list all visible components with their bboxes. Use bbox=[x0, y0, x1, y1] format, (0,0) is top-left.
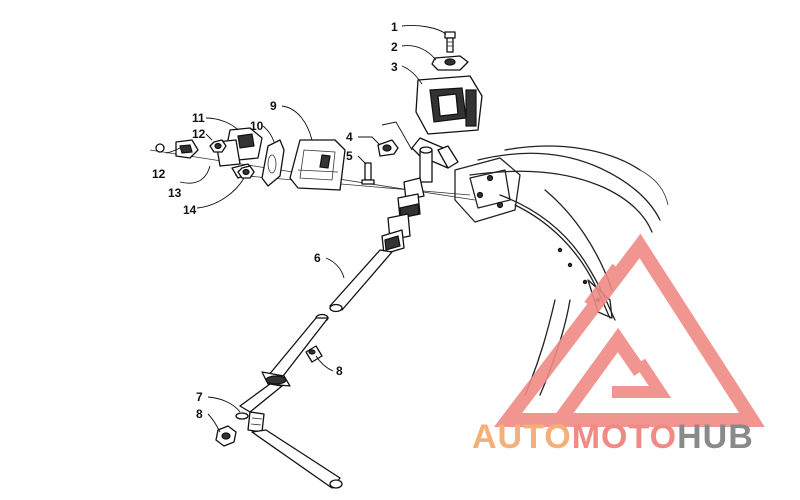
callout-8-lower: 8 bbox=[196, 407, 203, 421]
callout-9: 9 bbox=[270, 99, 277, 113]
callout-12-right: 12 bbox=[192, 127, 206, 141]
part-8-nut-lower bbox=[215, 425, 237, 447]
part-12-nut-right bbox=[209, 139, 227, 153]
part-10-plate bbox=[261, 139, 285, 187]
part-2-clamp-cap bbox=[431, 55, 469, 71]
watermark-logo bbox=[493, 233, 765, 427]
part-11-bracket bbox=[215, 127, 263, 167]
callout-6: 6 bbox=[314, 251, 321, 265]
callout-5: 5 bbox=[346, 149, 353, 163]
callout-10: 10 bbox=[250, 119, 264, 133]
part-12-bolt-left bbox=[155, 139, 199, 159]
leader-lines bbox=[165, 25, 447, 433]
callout-13: 13 bbox=[168, 186, 182, 200]
part-4-bushing bbox=[377, 139, 399, 157]
callout-labels: 1 2 3 4 5 6 7 8 8 9 10 11 12 12 13 14 bbox=[152, 20, 398, 421]
steering-post-top bbox=[381, 137, 459, 255]
callout-12-left: 12 bbox=[152, 167, 166, 181]
lower-shaft bbox=[239, 313, 329, 413]
part-8-collar-upper bbox=[305, 345, 323, 363]
part-5-bolt bbox=[361, 162, 375, 185]
part-6-upper-shaft bbox=[329, 249, 393, 313]
callout-14: 14 bbox=[183, 203, 197, 217]
svg-text:AUTOMOTOHUB: AUTOMOTOHUB bbox=[472, 418, 754, 456]
part-3-handlebar-block bbox=[415, 75, 483, 135]
part-9-cover bbox=[289, 139, 346, 191]
watermark-word-moto: MOTO bbox=[572, 418, 677, 456]
watermark-text: AUTOMOTOHUB bbox=[472, 418, 754, 456]
watermark-word-hub: HUB bbox=[677, 418, 754, 456]
watermark-word-auto: AUTO bbox=[472, 418, 572, 456]
callout-3: 3 bbox=[391, 60, 398, 74]
callout-8-upper: 8 bbox=[336, 364, 343, 378]
callout-1: 1 bbox=[391, 20, 398, 34]
callout-4: 4 bbox=[346, 130, 353, 144]
chassis-frame bbox=[454, 145, 669, 396]
part-1-bolt bbox=[444, 31, 456, 53]
callout-7: 7 bbox=[196, 390, 203, 404]
callout-11: 11 bbox=[192, 111, 205, 125]
part-7-washer bbox=[235, 412, 249, 420]
part-14-nut bbox=[237, 165, 255, 179]
steering-arm bbox=[247, 411, 343, 489]
callout-2: 2 bbox=[391, 40, 398, 54]
